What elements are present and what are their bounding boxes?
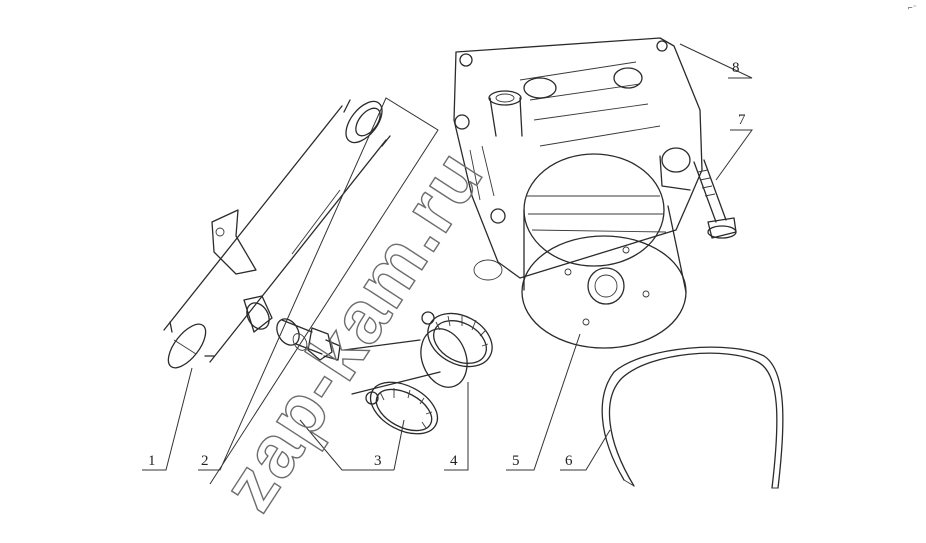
callout-7: 7 xyxy=(738,112,746,128)
callout-3: 3 xyxy=(374,453,382,469)
callout-2: 2 xyxy=(201,453,209,469)
part-6-belt xyxy=(601,346,784,489)
part-2-nipple xyxy=(276,318,341,361)
part-5-pulley xyxy=(521,153,687,349)
callout-1: 1 xyxy=(148,453,156,469)
part-8-pump-housing xyxy=(453,37,703,281)
part-7-bolt xyxy=(693,159,737,239)
callout-labels: 1 2 3 4 5 6 7 8 xyxy=(148,60,746,469)
callout-8: 8 xyxy=(732,60,740,76)
corner-mark: ⌐⁻ xyxy=(908,3,917,12)
callout-4: 4 xyxy=(450,453,458,469)
part-3-hose-with-clamps xyxy=(343,311,493,435)
callout-6: 6 xyxy=(565,453,573,469)
part-1-inlet-pipe xyxy=(163,99,391,369)
callout-5: 5 xyxy=(512,453,520,469)
leader-lines xyxy=(142,43,753,485)
